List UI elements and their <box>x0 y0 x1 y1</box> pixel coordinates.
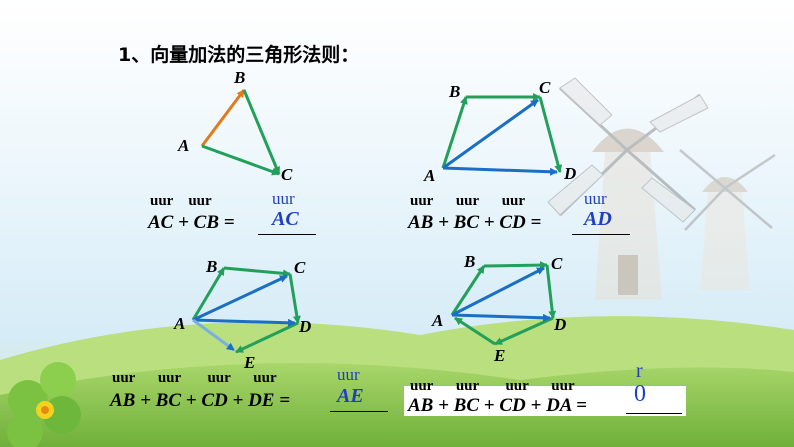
fig4-label-a: A <box>432 311 444 330</box>
fig2-vector-ad <box>442 166 558 176</box>
fig4-vector-ab <box>450 265 486 316</box>
fig4-label-b: B <box>464 252 476 271</box>
section-title: 1、向量加法的三角形法则： <box>118 44 360 66</box>
windmill-small <box>679 149 776 290</box>
fig4-answer-mark: r <box>636 360 643 382</box>
fig1-vector-ab <box>200 89 246 147</box>
fig1-label-c: C <box>281 165 293 184</box>
fig2-vector-cd <box>538 96 563 173</box>
fig2-answer-blank <box>572 234 630 235</box>
fig2-answer-mark: uur <box>584 189 607 208</box>
fig3-label-e: E <box>244 353 256 372</box>
fig3-answer-mark: uur <box>337 365 360 384</box>
fig1-answer: AC <box>272 208 299 230</box>
fig2-answer: AD <box>584 208 612 230</box>
fig1-vector-bc <box>242 89 281 175</box>
fig3-label-b: B <box>206 257 218 276</box>
fig4-vector-cd <box>545 264 557 319</box>
fig3-vector-ae <box>192 318 235 352</box>
fig4-vector-ea <box>454 316 496 346</box>
clover-decoration <box>7 362 81 447</box>
fig2-label-b: B <box>449 82 461 101</box>
fig1-vector-ac <box>201 144 280 176</box>
fig1-answer-mark: uur <box>272 189 295 208</box>
fig4-vector-bc <box>483 261 548 270</box>
fig2-equation: AB + BC + CD = <box>408 212 542 233</box>
fig2-label-d: D <box>564 164 577 183</box>
fig4-label-d: D <box>554 315 567 334</box>
fig3-vector-ac <box>192 274 288 322</box>
windmill-large <box>547 77 709 300</box>
fig4-vector-de <box>494 316 554 346</box>
fig4-vector-marks: uur uur uur uur <box>410 378 575 394</box>
fig3-answer-blank <box>330 411 388 412</box>
fig3-equation: AB + BC + CD + DE = <box>110 390 291 411</box>
fig1-label-a: A <box>178 136 190 155</box>
fig1-answer-blank <box>258 234 316 235</box>
fig3-vector-ab <box>191 267 226 321</box>
fig3-vector-cd <box>288 273 301 324</box>
fig4-equation: AB + BC + CD + DA = <box>408 395 587 416</box>
fig3-label-d: D <box>299 317 312 336</box>
fig4-vector-ad <box>451 313 551 322</box>
fig2-vector-ac <box>442 98 539 170</box>
fig4-label-e: E <box>494 346 506 365</box>
fig1-equation: AC + CB = <box>148 212 235 233</box>
fig2-vector-marks: uur uur uur <box>410 193 526 209</box>
fig3-label-a: A <box>174 314 186 333</box>
fig4-equation-box <box>404 386 686 416</box>
fig1-label-b: B <box>234 68 246 87</box>
fig2-label-c: C <box>539 78 551 97</box>
fig4-vector-ac <box>451 266 545 317</box>
fig4-label-c: C <box>551 254 563 273</box>
fig3-vector-ad <box>192 318 296 327</box>
fig3-vector-bc <box>223 266 291 278</box>
fig3-vector-marks: uur uur uur uur <box>112 370 277 386</box>
fig2-label-a: A <box>424 166 436 185</box>
fig3-label-c: C <box>294 258 306 277</box>
fig4-answer: 0 <box>634 381 646 407</box>
fig4-answer-blank <box>626 413 682 414</box>
fig3-answer: AE <box>337 385 364 407</box>
fig1-vector-marks: uur uur <box>150 193 212 209</box>
fig3-vector-de <box>235 321 299 354</box>
fig2-vector-ab <box>441 96 468 169</box>
